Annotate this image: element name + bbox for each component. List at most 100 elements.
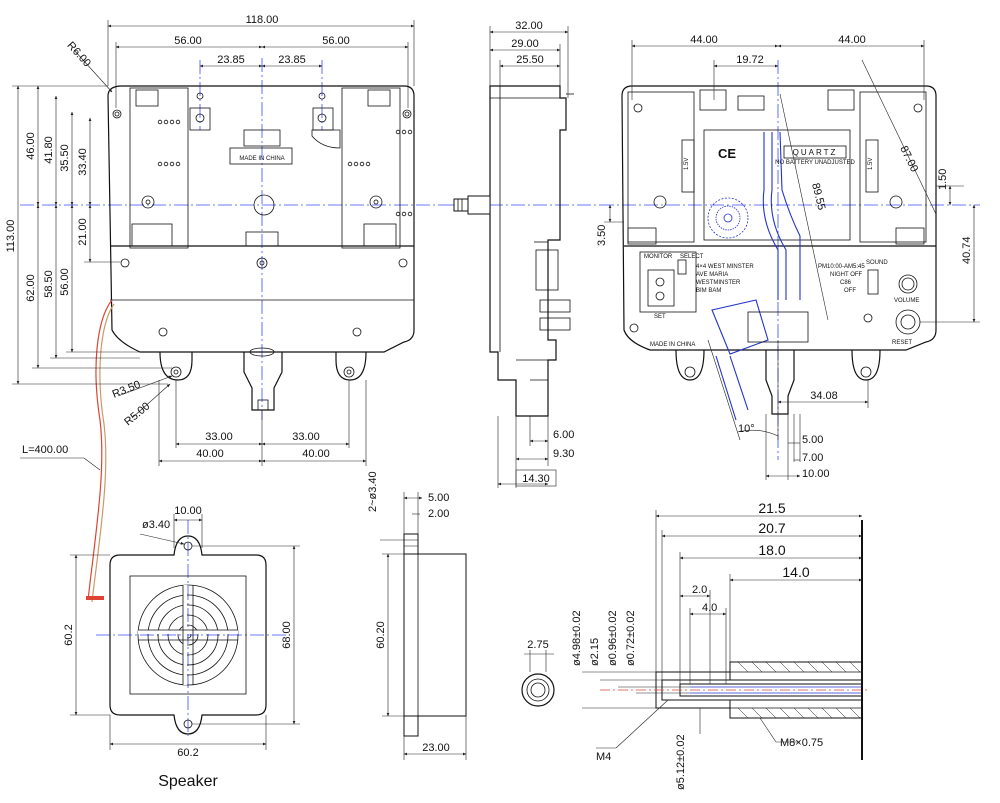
volume-label: VOLUME [894, 298, 919, 304]
select-label: SELECT [680, 254, 704, 260]
dim-back-87: 87.00 [897, 144, 920, 174]
monitor-label: MONITOR [644, 254, 673, 260]
reset-label: RESET [892, 340, 912, 346]
dim-back-10: 10.00 [802, 468, 830, 480]
dim-shaft-d512: ø5.12±0.02 [675, 734, 687, 790]
dim-spkside-6020: 60.20 [375, 621, 387, 649]
tune-item: WESTMINSTER [696, 280, 741, 286]
speaker-front-view [86, 520, 290, 736]
dim-back-7: 7.00 [802, 452, 823, 464]
dim-62: 62.00 [25, 274, 37, 302]
dim-585: 58.50 [43, 270, 55, 298]
dim-40-left: 40.00 [196, 448, 224, 460]
dim-shaft-m4: M4 [596, 751, 611, 763]
dim-56-left: 56.00 [174, 35, 202, 47]
quartz-sub-label: NO BATTERY UNADJUSTED [775, 160, 855, 166]
dim-side-6: 6.00 [553, 429, 574, 441]
front-view: MADE IN CHINA [20, 58, 445, 603]
dim-shaft-215: 21.5 [758, 500, 785, 516]
made-in-china-small: MADE IN CHINA [650, 342, 695, 348]
dim-2385-right: 23.85 [278, 54, 306, 66]
dim-40-right: 40.00 [302, 448, 330, 460]
back-dimensions: 44.00 44.00 19.72 87.00 89.55 1.50 3.50 … [596, 34, 980, 480]
dim-back-44-left: 44.00 [690, 34, 718, 46]
c86-label: C86 [840, 280, 852, 286]
dim-334: 33.40 [77, 148, 89, 176]
sound-label: SOUND [866, 260, 888, 266]
dim-r6: R6.00 [64, 40, 93, 70]
dim-side-93: 9.30 [553, 448, 574, 460]
dim-21: 21.00 [77, 218, 89, 246]
back-view: 1.5V 1.5V CE QUARTZ NO BATTERY UNADJUSTE… [600, 60, 980, 460]
dim-spk-10: 10.00 [174, 505, 202, 517]
speaker-side-view [403, 533, 467, 737]
tune-list: 4×4 WEST MINSTER AVE MARIA WESTMINSTER B… [696, 264, 754, 294]
dim-56-vertical: 56.00 [59, 268, 71, 296]
schedule-label: PM10:00-AM5:45 [818, 264, 865, 270]
dim-spkside-23: 23.00 [422, 742, 450, 754]
dim-side-32: 32.00 [515, 20, 543, 32]
dim-shaft-d096: ø0.96±0.02 [607, 610, 619, 666]
dim-118: 118.00 [246, 14, 279, 26]
dim-shaft-18: 18.0 [758, 542, 785, 558]
tune-item: 4×4 WEST MINSTER [696, 264, 754, 270]
dim-113: 113.00 [5, 220, 17, 253]
dim-spkside-5: 5.00 [428, 492, 449, 504]
dim-spk-602-bottom: 60.2 [177, 747, 198, 759]
dim-back-1972: 19.72 [736, 54, 764, 66]
shaft-detail [521, 520, 870, 760]
dim-back-350: 3.50 [596, 225, 608, 246]
dim-46: 46.00 [25, 132, 37, 160]
dim-spk-602-side: 60.2 [63, 624, 75, 645]
quartz-label: QUARTZ [793, 148, 838, 157]
ce-mark: CE [718, 146, 736, 161]
dim-355: 35.50 [59, 144, 71, 172]
dim-shaft-m8: M8×0.75 [780, 737, 823, 749]
dim-shaft-d072: ø0.72±0.02 [625, 610, 637, 666]
dim-418: 41.80 [43, 136, 55, 164]
tune-item: BIM BAM [696, 288, 721, 294]
dim-33-left: 33.00 [205, 431, 233, 443]
dim-back-3408: 34.08 [810, 390, 838, 402]
dim-shaft-d498: ø4.98±0.02 [571, 610, 583, 666]
dim-back-8955: 89.55 [809, 182, 827, 212]
dim-2385-left: 23.85 [217, 54, 245, 66]
dim-cable-length: L=400.00 [22, 444, 68, 456]
dim-shaft-275: 2.75 [527, 639, 548, 651]
dim-back-44-right: 44.00 [838, 34, 866, 46]
dim-56-right: 56.00 [322, 35, 350, 47]
battery-label-left: 1.5V [684, 158, 690, 170]
dim-spk-hole: ø3.40 [142, 519, 170, 531]
dim-back-4074: 40.74 [961, 236, 973, 264]
dim-spkside-hole: 2~ø3.40 [367, 471, 379, 512]
dim-side-25: 25.50 [516, 54, 544, 66]
dim-spkside-2: 2.00 [428, 508, 449, 520]
dim-shaft-d215: ø2.15 [589, 638, 601, 666]
dim-back-150: 1.50 [937, 169, 949, 190]
dim-spk-68: 68.00 [281, 621, 293, 649]
made-in-china-text: MADE IN CHINA [239, 156, 284, 162]
dim-r35: R3.50 [111, 379, 143, 401]
dim-back-5: 5.00 [802, 434, 823, 446]
night-off-label: NIGHT OFF [830, 272, 863, 278]
dim-shaft-207: 20.7 [758, 520, 785, 536]
set-label: SET [654, 314, 666, 320]
dim-back-10deg: 10° [738, 423, 755, 435]
shaft-dimensions: 21.5 20.7 18.0 14.0 2.0 4.0 2.75 ø4.98±0… [524, 500, 863, 790]
speaker-front-dimensions: ø3.40 10.00 60.2 68.00 60.2 Speaker [63, 505, 300, 790]
battery-label-right: 1.5V [868, 158, 874, 170]
tune-item: AVE MARIA [696, 272, 728, 278]
off-label: OFF [844, 288, 856, 294]
side-dimensions: 32.00 29.00 25.50 6.00 9.30 14.30 [489, 20, 574, 488]
dim-shaft-2: 2.0 [692, 584, 707, 596]
dim-shaft-4: 4.0 [702, 602, 717, 614]
dim-shaft-14: 14.0 [782, 564, 809, 580]
dim-side-143: 14.30 [522, 473, 550, 485]
dim-side-29: 29.00 [511, 38, 539, 50]
dim-33-right: 33.00 [292, 431, 320, 443]
speaker-side-dimensions: 2~ø3.40 5.00 2.00 60.20 23.00 [367, 471, 467, 760]
speaker-caption: Speaker [158, 773, 218, 790]
side-view [445, 85, 600, 417]
front-dimensions: 118.00 56.00 56.00 23.85 23.85 R6.00 113… [5, 14, 415, 471]
